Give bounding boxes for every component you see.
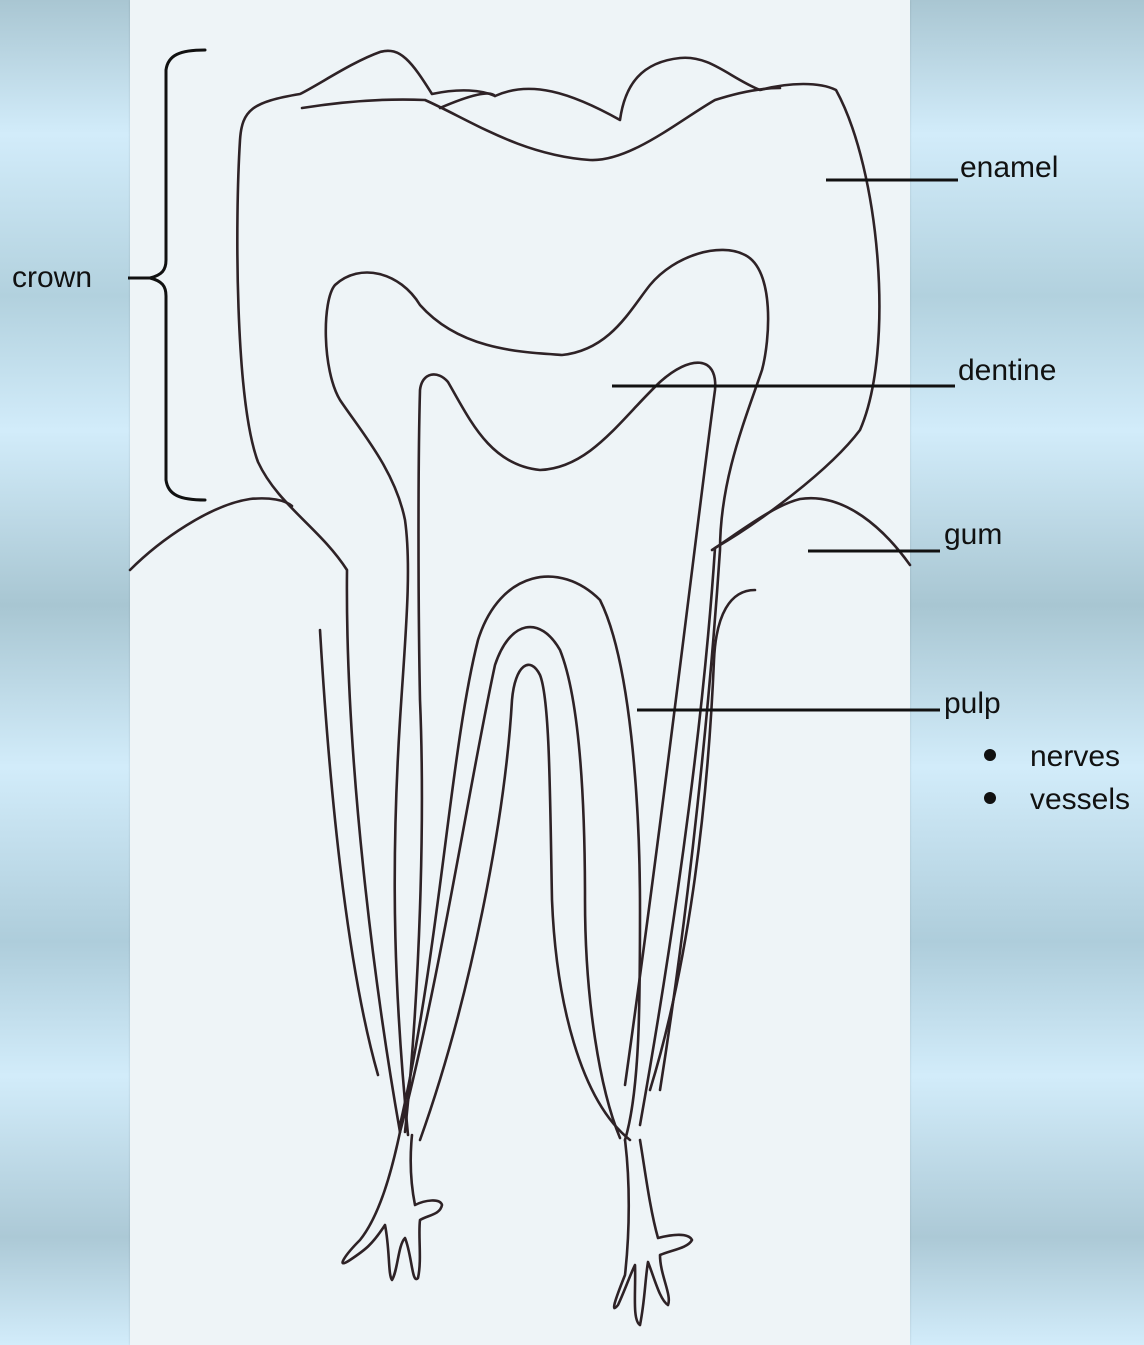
pulp-label: pulp <box>944 689 1001 719</box>
root-tip-right <box>614 1140 692 1325</box>
crown-label: crown <box>12 263 92 293</box>
enamel-label: enamel <box>960 153 1058 183</box>
bullet-icon <box>984 792 996 804</box>
list-item: vessels <box>984 778 1130 821</box>
crown-cusp-line <box>302 88 780 160</box>
gum-inner-line-right <box>650 590 755 1090</box>
pulp-content-nerves: nerves <box>1030 740 1120 773</box>
crown-bracket <box>150 50 205 500</box>
root-tip-left <box>343 1132 442 1280</box>
dentine-label: dentine <box>958 356 1056 386</box>
crown-cusp-ridge <box>440 93 495 108</box>
root-canal-outer <box>400 577 640 1140</box>
gum-label: gum <box>944 520 1002 550</box>
canal-loop <box>420 665 630 1140</box>
list-item: nerves <box>984 735 1130 778</box>
bullet-icon <box>984 749 996 761</box>
pulp-contents-list: nerves vessels <box>984 735 1130 821</box>
root-canal-inner <box>400 627 620 1138</box>
gum-outline-left <box>130 498 292 570</box>
pulp-content-vessels: vessels <box>1030 783 1130 816</box>
